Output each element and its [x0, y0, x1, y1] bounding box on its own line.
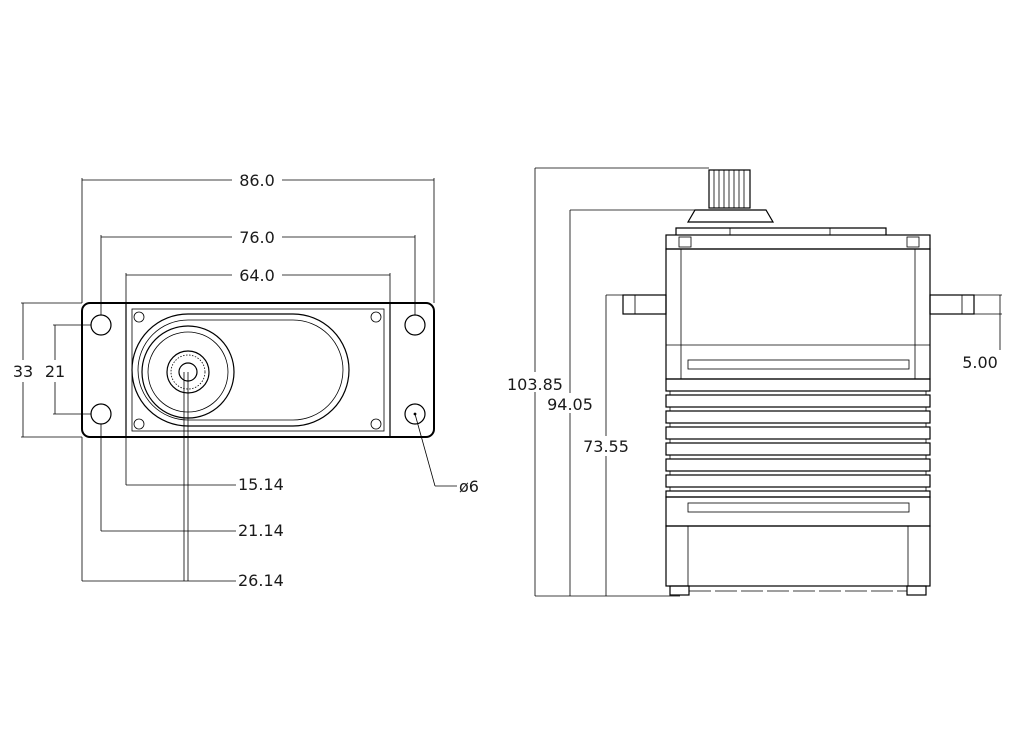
top-cap	[675, 227, 887, 235]
mount-hole-bl	[90, 403, 112, 425]
screw-bl	[133, 418, 145, 430]
screw-tr	[370, 311, 382, 323]
fin-4	[665, 426, 931, 440]
dim-offset-edge: 26.14	[238, 571, 284, 590]
fin-5	[665, 442, 931, 456]
screw-br	[370, 418, 382, 430]
top-plate	[665, 234, 931, 250]
dim-height-overall: 33	[13, 362, 33, 381]
front-view: 86.0 76.0 64.0 33 21 15.14 21.14	[13, 171, 479, 590]
fin-8	[665, 490, 931, 498]
dim-flange-thickness: 5.00	[962, 353, 998, 372]
dim-height-total: 103.85	[507, 375, 563, 394]
side-view: 103.85 94.05 73.55 5.00	[507, 167, 1002, 597]
dim-hole-spacing: 76.0	[239, 228, 275, 247]
shaft-boss	[686, 209, 775, 223]
foot-right	[906, 585, 927, 596]
oval-cover	[131, 313, 350, 427]
lower-case	[665, 496, 931, 527]
oval-cover-inner	[137, 319, 344, 421]
upper-case	[665, 248, 931, 380]
body-outline	[125, 302, 391, 438]
output-spline	[708, 169, 751, 209]
spline-teeth	[170, 354, 206, 390]
dim-offset-body: 15.14	[238, 475, 284, 494]
mounting-plate	[81, 302, 435, 438]
fin-7	[665, 474, 931, 488]
screw-tl	[133, 311, 145, 323]
bottom-case	[665, 525, 931, 587]
dim-hole-diameter: ø6	[459, 477, 479, 496]
mount-hole-br	[404, 403, 426, 425]
dim-body-width: 64.0	[239, 266, 275, 285]
flange-right	[929, 294, 975, 315]
fin-6	[665, 458, 931, 472]
foot-left	[669, 585, 690, 596]
dim-height-flange: 73.55	[583, 437, 629, 456]
fin-2	[665, 394, 931, 408]
fin-3	[665, 410, 931, 424]
flange-left	[622, 294, 667, 315]
mount-hole-tr	[404, 314, 426, 336]
dim-offset-hole: 21.14	[238, 521, 284, 540]
dim-width-overall: 86.0	[239, 171, 275, 190]
dim-height-case: 94.05	[547, 395, 593, 414]
body-inner	[131, 308, 385, 432]
fin-1	[665, 378, 931, 392]
mount-hole-tl	[90, 314, 112, 336]
dim-hole-spacing-vertical: 21	[45, 362, 65, 381]
